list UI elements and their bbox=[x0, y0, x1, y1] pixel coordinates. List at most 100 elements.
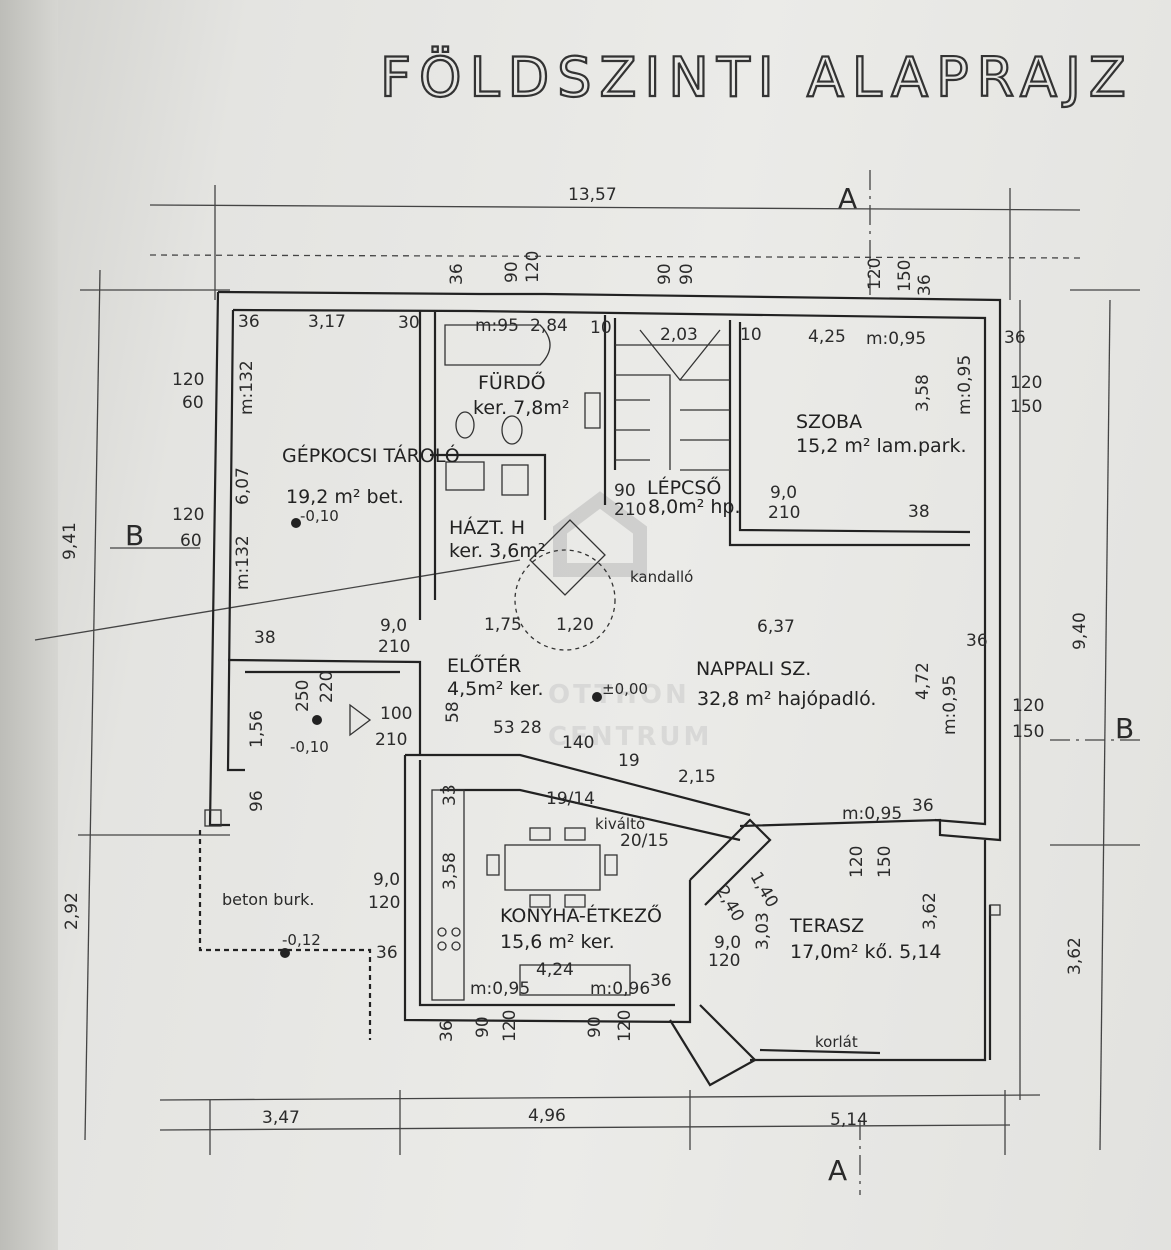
room-area-entry: 4,5m² ker. bbox=[447, 678, 544, 700]
stove-burner-icon bbox=[437, 927, 447, 937]
dim: m:0,95 bbox=[470, 979, 530, 999]
walls bbox=[198, 290, 1002, 1087]
level-hall: ±0,00 bbox=[602, 680, 648, 698]
dim: 1,20 bbox=[556, 615, 594, 635]
dim: 96 bbox=[247, 790, 267, 812]
bathtub-icon bbox=[444, 324, 551, 366]
dim: 4,24 bbox=[536, 960, 574, 980]
dim: 120 bbox=[1012, 696, 1044, 716]
dim: 36 bbox=[915, 274, 935, 296]
section-a-top: A bbox=[838, 182, 857, 215]
dim: 120 bbox=[708, 951, 740, 971]
dim: 10 bbox=[740, 325, 762, 345]
watermark-text-2: CENTRUM bbox=[548, 722, 712, 752]
left-dimension-line bbox=[84, 269, 101, 1141]
room-area-stairs: 8,0m² hp. bbox=[648, 496, 741, 518]
dim: 250 bbox=[293, 680, 313, 712]
dim: 2,40 bbox=[712, 883, 748, 926]
dim-guide bbox=[159, 1094, 1041, 1101]
watermark-house-icon bbox=[553, 491, 647, 577]
dimension-texts: 13,57 9,41 9,40 3,47 4,96 5,14 2,92 3,62… bbox=[60, 185, 1090, 1130]
chair-icon bbox=[564, 894, 586, 908]
room-area-kitchen: 15,6 m² ker. bbox=[500, 931, 615, 953]
railing-bottom bbox=[759, 1048, 881, 1055]
toilet-icon bbox=[501, 415, 523, 445]
dim: 1,56 bbox=[247, 710, 267, 748]
room-area-bath: ker. 7,8m² bbox=[473, 397, 570, 419]
dim: 3,58 bbox=[440, 852, 460, 890]
dim: m:0,95 bbox=[842, 804, 902, 824]
dimension-lines bbox=[34, 170, 1140, 1195]
staircase bbox=[615, 329, 730, 471]
watermark-text-1: OTTHON bbox=[548, 680, 690, 710]
dim: 36 bbox=[912, 796, 934, 816]
dim: 120 bbox=[615, 1010, 635, 1042]
dim: 1,40 bbox=[746, 869, 782, 912]
dim-guide bbox=[149, 254, 1081, 259]
dim: 210 bbox=[768, 503, 800, 523]
terrace-edge bbox=[750, 840, 987, 1062]
dim: 220 bbox=[317, 671, 337, 703]
dim: 20/15 bbox=[620, 831, 669, 851]
dim: 36 bbox=[376, 943, 398, 963]
label-korlat: korlát bbox=[815, 1033, 858, 1051]
dim-right-lower: 3,62 bbox=[1065, 937, 1085, 975]
stair-arrow bbox=[639, 329, 721, 382]
room-area-pantry: ker. 3,6m² bbox=[449, 540, 546, 562]
dim: 36 bbox=[650, 971, 672, 991]
dim: 3,62 bbox=[920, 892, 940, 930]
room-area-room: 15,2 m² lam.park. bbox=[796, 435, 967, 457]
dim-left-lower: 2,92 bbox=[62, 892, 82, 930]
dim: 38 bbox=[908, 502, 930, 522]
level-parking: -0,10 bbox=[290, 738, 329, 756]
bidet-icon bbox=[455, 411, 475, 439]
dim-bottom-right: 5,14 bbox=[830, 1110, 868, 1130]
room-name-entry: ELŐTÉR bbox=[447, 653, 521, 677]
outer-wall-top-inner bbox=[232, 308, 987, 826]
dim: 150 bbox=[895, 260, 915, 292]
label-kandallo: kandalló bbox=[630, 568, 693, 586]
dim: 3,58 bbox=[913, 374, 933, 412]
bottom-dimension-line bbox=[159, 1124, 1011, 1131]
bath-fixtures bbox=[444, 324, 601, 496]
room-wall bbox=[728, 320, 970, 547]
chair-icon bbox=[529, 827, 551, 841]
paving-outline bbox=[198, 830, 372, 1040]
dim: m:95 bbox=[475, 316, 519, 336]
dim: 36 bbox=[238, 312, 260, 332]
dim: 210 bbox=[378, 637, 410, 657]
dim: 210 bbox=[614, 500, 646, 520]
level-marker-icon bbox=[592, 692, 602, 702]
washer-icon bbox=[445, 461, 485, 491]
dim: 90 bbox=[677, 263, 697, 285]
dining-table-icon bbox=[504, 844, 601, 891]
dim: 120 bbox=[847, 846, 867, 878]
level-garage: -0,10 bbox=[300, 507, 339, 525]
room-labels: FÜRDŐ ker. 7,8m² SZOBA 15,2 m² lam.park.… bbox=[282, 370, 967, 963]
dim: 60 bbox=[182, 393, 204, 413]
dim: 140 bbox=[562, 733, 594, 753]
kitchen-top-wall bbox=[405, 753, 751, 817]
chair-icon bbox=[486, 854, 500, 876]
dim: 9,0 bbox=[770, 483, 797, 503]
chair-icon bbox=[564, 827, 586, 841]
dim: 38 bbox=[254, 628, 276, 648]
dim: 9,0 bbox=[714, 933, 741, 953]
stair-treads bbox=[680, 379, 730, 471]
dim: 3,17 bbox=[308, 312, 346, 332]
outer-wall-left bbox=[208, 291, 230, 827]
furniture bbox=[204, 519, 1001, 1001]
page-spine-shadow bbox=[0, 0, 58, 1250]
dim: 90 bbox=[502, 261, 522, 283]
dim: 58 bbox=[443, 701, 463, 723]
dim: m:0,95 bbox=[940, 675, 960, 735]
paper-pencil-line bbox=[34, 559, 521, 641]
dim: 1,75 bbox=[484, 615, 522, 635]
section-b-left: B bbox=[125, 519, 144, 552]
label-beton: beton burk. bbox=[222, 890, 315, 909]
dim: 90 bbox=[655, 263, 675, 285]
room-area-garage: 19,2 m² bet. bbox=[286, 486, 404, 508]
plan-title: FÖLDSZINTI ALAPRAJZ bbox=[380, 46, 1134, 109]
stove-burner-icon bbox=[437, 941, 447, 951]
